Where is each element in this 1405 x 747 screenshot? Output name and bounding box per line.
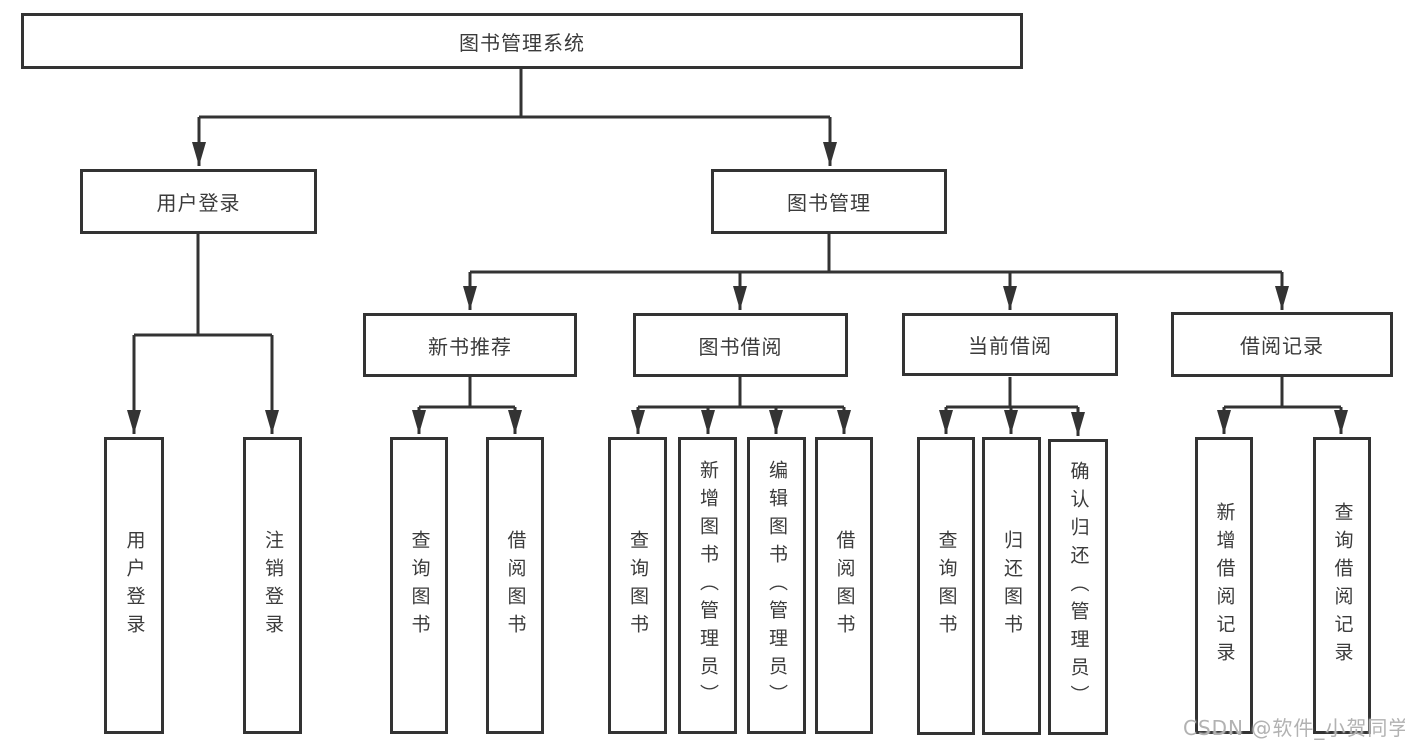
csdn-watermark: CSDN @软件_小贺同学 (1183, 716, 1405, 740)
node-book-management: 图书管理 (711, 169, 947, 234)
node-user-login: 用户登录 (80, 169, 317, 234)
node-borrow-records: 借阅记录 (1171, 312, 1393, 377)
node-current-borrow: 当前借阅 (902, 313, 1118, 376)
leaf-borrow-books-recommend: 借阅图书 (486, 437, 544, 734)
leaf-return-books: 归还图书 (982, 437, 1041, 735)
leaf-edit-book-admin: 编辑图书（管理员） (747, 437, 806, 734)
leaf-add-book-admin: 新增图书（管理员） (678, 437, 737, 734)
leaf-add-borrow-record: 新增借阅记录 (1195, 437, 1253, 734)
leaf-user-login: 用户登录 (104, 437, 164, 734)
leaf-query-books-current: 查询图书 (917, 437, 975, 735)
leaf-confirm-return-admin: 确认归还（管理员） (1048, 439, 1108, 735)
leaf-borrow-books: 借阅图书 (815, 437, 873, 734)
node-new-book-recommend: 新书推荐 (363, 313, 577, 377)
leaf-query-borrow-record: 查询借阅记录 (1313, 437, 1371, 734)
node-book-borrow: 图书借阅 (633, 313, 848, 377)
leaf-query-books-recommend: 查询图书 (390, 437, 448, 734)
leaf-query-books-borrow: 查询图书 (608, 437, 667, 734)
node-root: 图书管理系统 (21, 13, 1023, 69)
leaf-logout: 注销登录 (243, 437, 302, 734)
